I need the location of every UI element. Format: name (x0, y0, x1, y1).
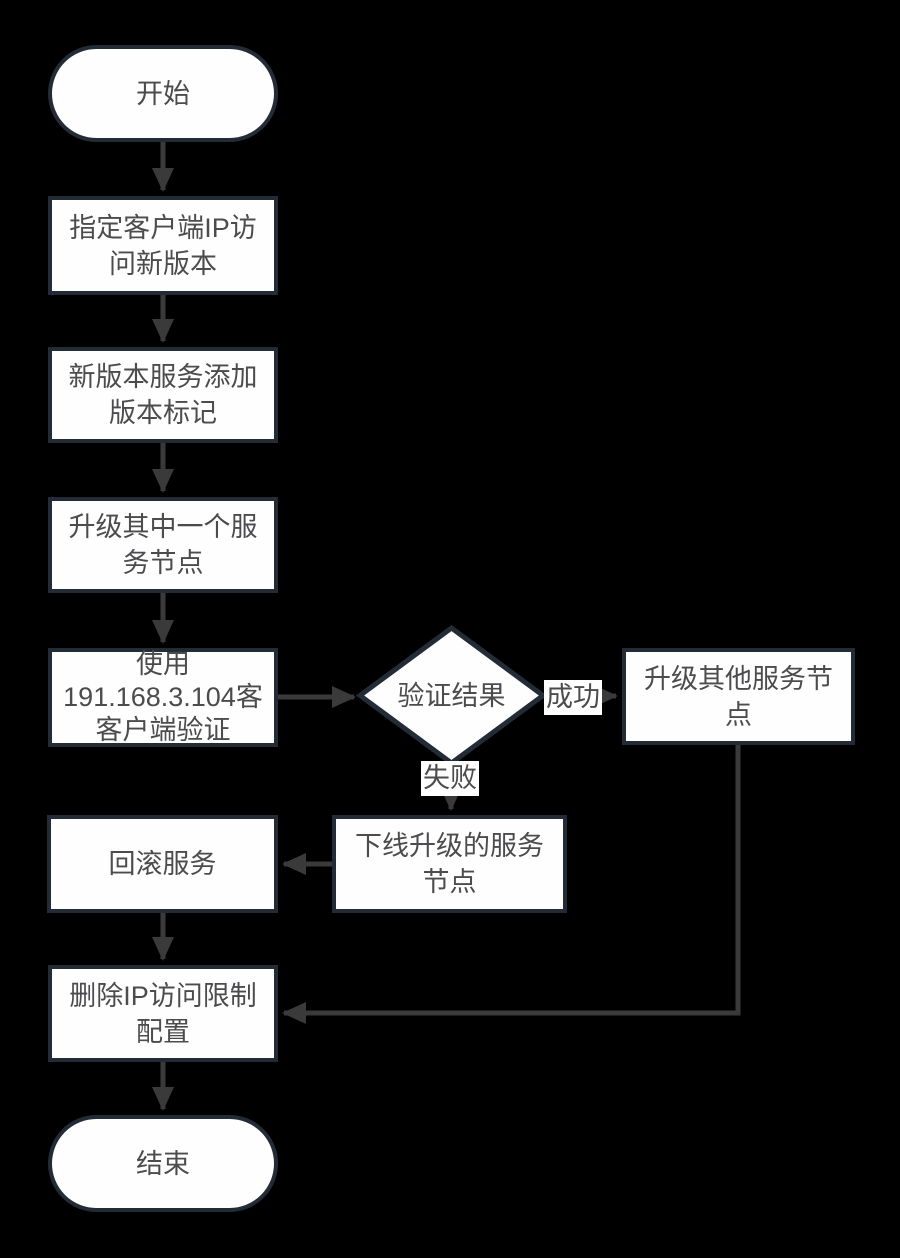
node-label-line: 指定客户端IP访 (69, 212, 257, 243)
node-label-line: 使用 (136, 649, 190, 679)
node-client-verify: 使用 191.168.3.104客 客户端验证 (48, 648, 278, 747)
node-label-line: 升级其中一个服 (68, 512, 258, 542)
node-label: 开始 (136, 78, 190, 109)
node-delete-ip-limit: 删除IP访问限制 配置 (48, 965, 278, 1062)
node-label: 结束 (136, 1148, 190, 1179)
node-start: 开始 (48, 45, 278, 142)
node-label-line: 版本标记 (109, 398, 217, 428)
node-label-line: 删除IP访问限制 (69, 980, 257, 1011)
edge-upgrade-others-to-delete-ip-limit (282, 745, 741, 1024)
node-label-line: 升级其他服务节 (644, 663, 833, 694)
node-end: 结束 (48, 1115, 278, 1212)
node-upgrade-other-nodes: 升级其他服务节 点 (622, 648, 855, 745)
node-label-line: 客户端验证 (95, 715, 231, 745)
node-label: 回滚服务 (108, 849, 217, 879)
node-label-line: 新版本服务添加 (68, 362, 258, 392)
node-label-line: 节点 (422, 867, 477, 897)
node-label-line: 点 (725, 699, 752, 730)
node-decision-verify-result: 验证结果 (397, 681, 506, 711)
node-offline-upgraded-node: 下线升级的服务 节点 (332, 815, 567, 913)
node-label-line: 配置 (136, 1016, 190, 1047)
node-label-line: 问新版本 (109, 248, 217, 279)
node-label-line: 下线升级的服务 (355, 831, 544, 861)
node-assign-client-ip: 指定客户端IP访 问新版本 (48, 196, 278, 295)
edge-label-success: 成功 (544, 680, 602, 715)
edge-label-failure: 失败 (421, 761, 479, 796)
node-upgrade-one-node: 升级其中一个服 务节点 (48, 497, 278, 593)
node-rollback-service: 回滚服务 (47, 815, 278, 913)
node-label-line: 务节点 (122, 548, 204, 578)
node-add-version-tag: 新版本服务添加 版本标记 (48, 347, 278, 443)
node-label-line: 191.168.3.104客 (63, 682, 263, 712)
